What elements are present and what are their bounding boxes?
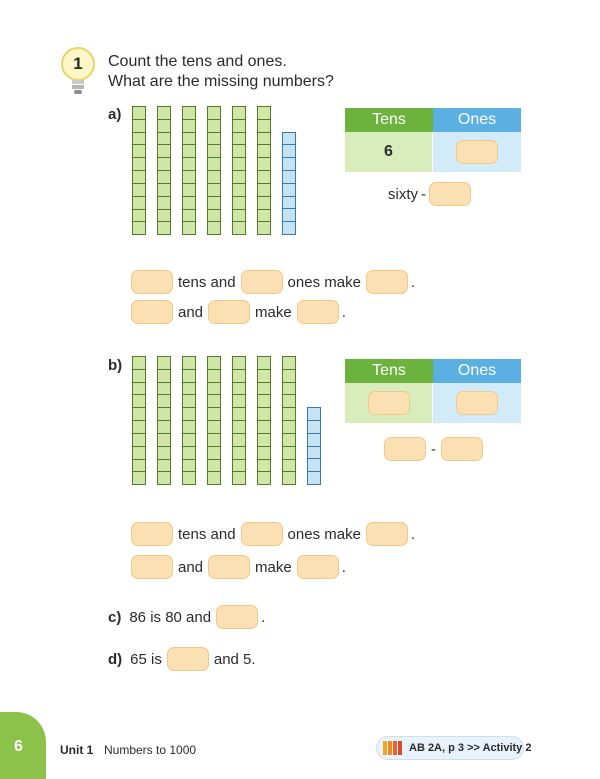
answer-box[interactable]: [296, 300, 339, 324]
part-d-text-end: and 5.: [213, 650, 256, 668]
sentence-text: and: [178, 558, 204, 576]
page-number: 6: [14, 738, 23, 755]
activity-reference[interactable]: AB 2A, p 3 >> Activity 2: [376, 736, 531, 760]
part-a-label: a): [108, 106, 122, 123]
lightbulb-icon: [61, 47, 95, 94]
word-sixty: sixty: [388, 185, 418, 203]
ones-answer-box[interactable]: [456, 140, 498, 164]
question-number: 1: [73, 54, 83, 73]
tens-rod: [157, 356, 171, 486]
word-answer-box[interactable]: [429, 182, 471, 206]
tens-value: 6: [384, 143, 393, 160]
sentence-text: tens and: [178, 525, 236, 543]
tens-rod: [157, 106, 171, 236]
ones-cubes: [282, 131, 296, 236]
activity-text: AB 2A, p 3 >> Activity 2: [409, 742, 532, 754]
part-b-number-word: -: [384, 437, 483, 461]
tens-answer-box[interactable]: [367, 391, 410, 415]
answer-box[interactable]: [166, 647, 209, 671]
question-instructions: Count the tens and ones. What are the mi…: [108, 52, 334, 92]
part-d-text: 65 is: [130, 650, 162, 668]
tens-rod: [132, 356, 146, 486]
period: .: [261, 608, 266, 626]
answer-box[interactable]: [208, 300, 251, 324]
answer-box[interactable]: [131, 522, 173, 546]
ones-cubes: [307, 407, 321, 486]
part-c: c) 86 is 80 and .: [108, 605, 265, 629]
sentence-text: and: [178, 303, 204, 321]
instruction-line-2: What are the missing numbers?: [108, 73, 334, 90]
part-b-label: b): [108, 357, 123, 374]
part-d-label: d): [108, 650, 123, 668]
ones-cube: [307, 471, 321, 486]
ones-cube: [282, 221, 296, 236]
period: .: [410, 525, 416, 543]
part-a-number-word: sixty -: [388, 182, 471, 206]
dash: -: [421, 185, 426, 203]
tens-rod: [207, 356, 221, 486]
sentence-text: make: [255, 303, 292, 321]
tens-rod: [257, 356, 271, 486]
part-a-place-value-table: Tens Ones 6: [345, 108, 521, 172]
sentence-text: tens and: [178, 273, 236, 291]
part-b-sentence-2: and make .: [131, 555, 346, 579]
answer-box[interactable]: [216, 605, 259, 629]
dash: -: [431, 440, 436, 458]
answer-box[interactable]: [296, 555, 339, 579]
period: .: [341, 303, 346, 321]
word-answer-box[interactable]: [384, 437, 426, 461]
answer-box[interactable]: [208, 555, 251, 579]
answer-box[interactable]: [131, 555, 173, 579]
answer-box[interactable]: [240, 522, 283, 546]
word-answer-box[interactable]: [441, 437, 483, 461]
instruction-line-1: Count the tens and ones.: [108, 53, 287, 70]
page-number-tab: [0, 712, 46, 779]
sentence-text: ones make: [287, 525, 361, 543]
ones-answer-box[interactable]: [456, 391, 498, 415]
tens-rod: [257, 106, 271, 236]
part-b-sentence-1: tens and ones make .: [131, 522, 415, 546]
tens-rod: [182, 106, 196, 236]
answer-box[interactable]: [131, 270, 173, 294]
sentence-text: make: [255, 558, 292, 576]
activity-stripes-icon: [383, 741, 403, 755]
answer-box[interactable]: [365, 270, 408, 294]
tens-rod: [132, 106, 146, 236]
ones-header: Ones: [433, 108, 521, 132]
tens-rod: [232, 356, 246, 486]
part-b-base-ten-blocks: [132, 356, 332, 501]
answer-box[interactable]: [365, 522, 408, 546]
part-a-sentence-2: and make .: [131, 300, 346, 324]
tens-header: Tens: [345, 359, 433, 383]
tens-rod: [282, 356, 296, 486]
part-a-base-ten-blocks: [132, 106, 302, 251]
part-a-sentence-1: tens and ones make .: [131, 270, 415, 294]
part-b-place-value-table: Tens Ones: [345, 359, 521, 423]
period: .: [410, 273, 416, 291]
unit-title: Numbers to 1000: [104, 743, 197, 757]
part-d: d) 65 is and 5.: [108, 647, 256, 671]
answer-box[interactable]: [240, 270, 283, 294]
answer-box[interactable]: [131, 300, 173, 324]
part-c-label: c): [108, 608, 122, 626]
period: .: [341, 558, 346, 576]
unit-label: Unit 1: [60, 743, 94, 757]
tens-rod: [207, 106, 221, 236]
sentence-text: ones make: [287, 273, 361, 291]
tens-header: Tens: [345, 108, 433, 132]
tens-rod: [182, 356, 196, 486]
part-c-text: 86 is 80 and: [129, 608, 212, 626]
tens-rod: [232, 106, 246, 236]
ones-header: Ones: [433, 359, 521, 383]
